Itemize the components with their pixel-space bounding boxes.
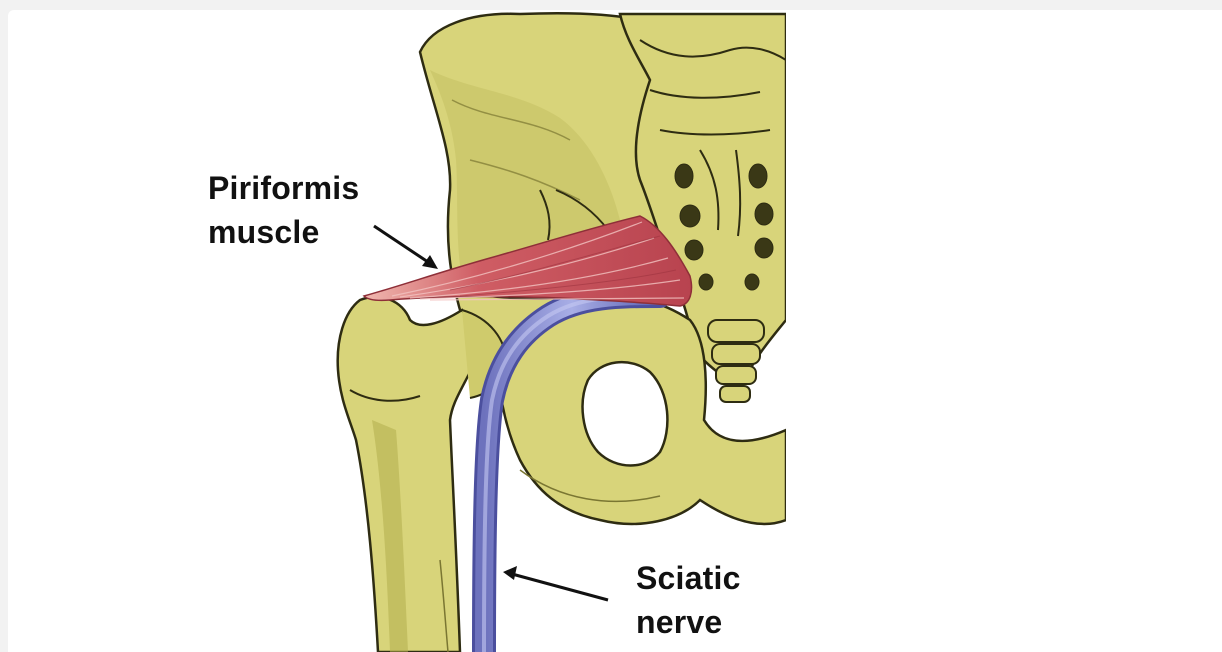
femur-bone bbox=[338, 297, 475, 652]
sciatic-label: Sciatic nerve bbox=[636, 556, 741, 644]
piriformis-label-line1: Piriformis bbox=[208, 166, 359, 210]
arrow-icon bbox=[374, 226, 438, 269]
coccyx bbox=[708, 320, 764, 402]
piriformis-label: Piriformis muscle bbox=[208, 166, 359, 254]
sciatic-label-line2: nerve bbox=[636, 600, 741, 644]
sciatic-label-line1: Sciatic bbox=[636, 556, 741, 600]
piriformis-label-line2: muscle bbox=[208, 210, 359, 254]
obturator-foramen bbox=[583, 362, 668, 465]
arrow-icon bbox=[503, 566, 608, 600]
